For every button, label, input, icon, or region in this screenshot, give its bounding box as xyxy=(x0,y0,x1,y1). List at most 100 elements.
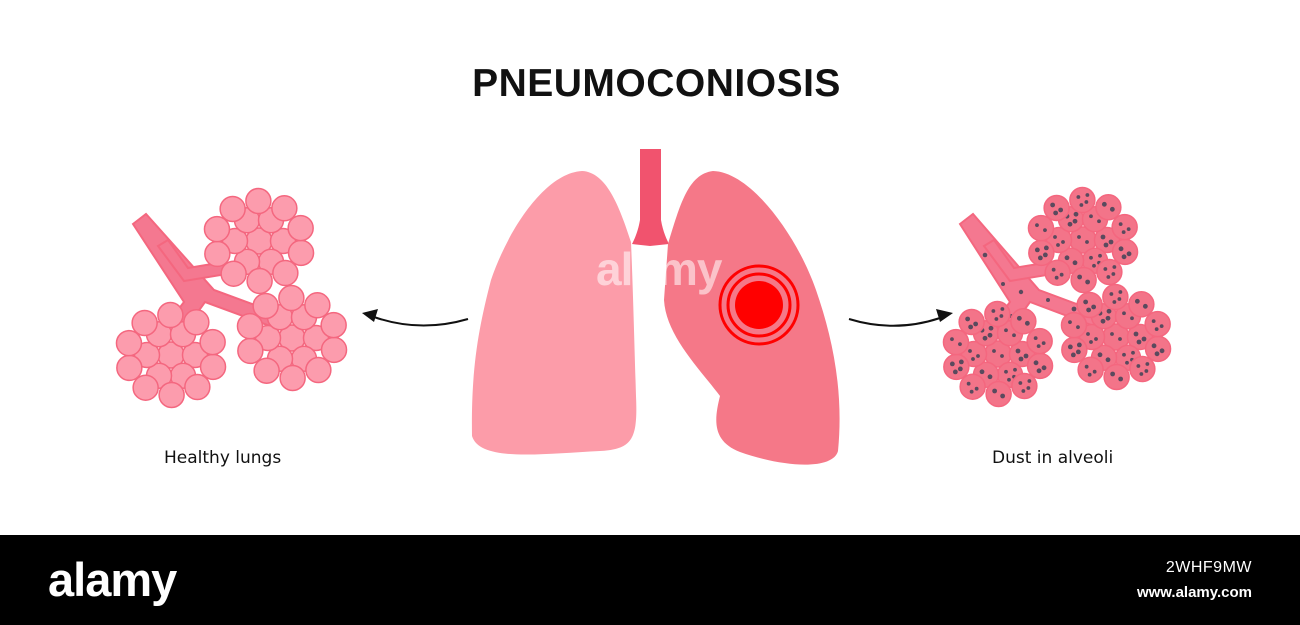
dust-particle xyxy=(1036,368,1042,374)
alveolus xyxy=(1102,283,1129,311)
dust-particle xyxy=(1042,252,1048,258)
alveolus xyxy=(1028,239,1055,267)
dust-particle xyxy=(1083,299,1089,305)
dust-particle xyxy=(1000,393,1006,399)
dust-particle xyxy=(1034,247,1040,253)
dust-particle xyxy=(1024,320,1030,326)
page-title: PNEUMOCONIOSIS xyxy=(472,62,841,105)
dust-particle xyxy=(950,337,954,342)
dust-particle xyxy=(1027,379,1032,383)
dust-alveoli-cluster xyxy=(942,186,1172,408)
dust-particle xyxy=(1061,240,1065,244)
alveolus xyxy=(1069,186,1096,214)
dust-particle xyxy=(1145,362,1150,366)
dust-particle xyxy=(1121,230,1126,235)
dust-particle xyxy=(1043,228,1047,233)
alveolus xyxy=(204,240,231,268)
alveolus xyxy=(252,292,279,320)
alveolus xyxy=(1026,352,1054,380)
dust-particle xyxy=(1151,343,1157,349)
curved-arrow-right-icon xyxy=(848,309,953,327)
alveolus xyxy=(131,309,158,337)
alveolus xyxy=(132,374,159,401)
dust-particle xyxy=(1073,211,1079,217)
alveolus xyxy=(1144,310,1171,338)
dust-particle xyxy=(1098,253,1102,258)
dust-particle xyxy=(1079,203,1084,207)
alveolus xyxy=(1026,327,1053,355)
trachea xyxy=(632,149,669,246)
dust-particle xyxy=(991,309,996,313)
dust-particle xyxy=(1085,279,1091,285)
dust-particle xyxy=(958,359,964,365)
footer-banner xyxy=(0,535,1300,625)
dust-particle xyxy=(1076,195,1081,199)
healthy-lungs-label: Healthy lungs xyxy=(164,448,282,468)
dust-particle xyxy=(1126,227,1131,232)
dust-particle xyxy=(1134,298,1140,304)
dust-particle xyxy=(1094,337,1098,341)
dust-particle xyxy=(1133,331,1139,337)
dust-particle xyxy=(1021,389,1026,393)
alveolus xyxy=(219,195,246,223)
dust-particle xyxy=(957,366,963,372)
dust-particle xyxy=(1004,328,1008,333)
dust-particle xyxy=(1142,303,1148,309)
dust-particle xyxy=(1012,333,1016,338)
alveolus xyxy=(272,259,299,287)
dust-particle xyxy=(1016,315,1022,321)
dust-particle xyxy=(1033,360,1039,366)
alveolus xyxy=(1010,308,1037,335)
alveolus xyxy=(1103,363,1130,391)
dust-particle xyxy=(1087,372,1092,377)
alveolus xyxy=(245,187,272,215)
alveolus xyxy=(984,300,1011,328)
dust-particle xyxy=(1026,386,1031,390)
alveolus xyxy=(1096,258,1123,286)
site-url: www.alamy.com xyxy=(1136,584,1252,601)
alveolus xyxy=(253,357,280,384)
alveolus xyxy=(320,311,347,339)
alveolus xyxy=(287,239,315,267)
dust-particle xyxy=(1086,332,1090,336)
healthy-alveoli-left xyxy=(115,301,227,409)
dust-particle xyxy=(1136,339,1142,345)
dust-particle xyxy=(1136,364,1141,368)
alveolus xyxy=(958,308,985,336)
dust-particle xyxy=(982,335,988,341)
alveolus xyxy=(1095,194,1122,221)
dust-particle xyxy=(1103,242,1109,248)
dust-particle xyxy=(1018,356,1024,362)
dust-particle xyxy=(1122,352,1126,357)
dust-particle xyxy=(966,381,971,386)
dust-particle xyxy=(1077,274,1083,280)
alveolus xyxy=(942,328,970,356)
alveolus xyxy=(237,337,264,365)
dust-particle xyxy=(1067,221,1073,227)
dust-particle xyxy=(1092,369,1097,374)
alveolus xyxy=(236,312,264,340)
alveolus xyxy=(271,195,298,222)
dust-particle xyxy=(1118,222,1123,227)
dust-particle xyxy=(1106,308,1112,314)
dust-particle xyxy=(979,369,985,375)
dust-particle xyxy=(1111,272,1116,276)
alveolus xyxy=(279,364,306,392)
illustration-canvas: PNEUMOCONIOSIS xyxy=(115,62,1172,468)
dust-particle xyxy=(1089,214,1093,219)
dust-particle xyxy=(1050,202,1056,208)
image-id: 2WHF9MW xyxy=(1165,559,1252,576)
healthy-alveoli-cluster xyxy=(115,187,348,409)
dust-particle xyxy=(1076,325,1080,330)
alveolus xyxy=(320,336,348,364)
dust-particle xyxy=(1070,352,1076,358)
alveolus xyxy=(246,267,273,295)
dust-particle xyxy=(1076,342,1082,348)
dust-particle xyxy=(1084,200,1089,204)
dust-particle xyxy=(1035,223,1039,228)
dust-particle xyxy=(1056,243,1060,247)
dust-particle xyxy=(1072,218,1078,224)
healthy-alveoli-top xyxy=(203,187,315,295)
dust-particle xyxy=(969,389,974,394)
dust-particle xyxy=(1118,376,1124,382)
